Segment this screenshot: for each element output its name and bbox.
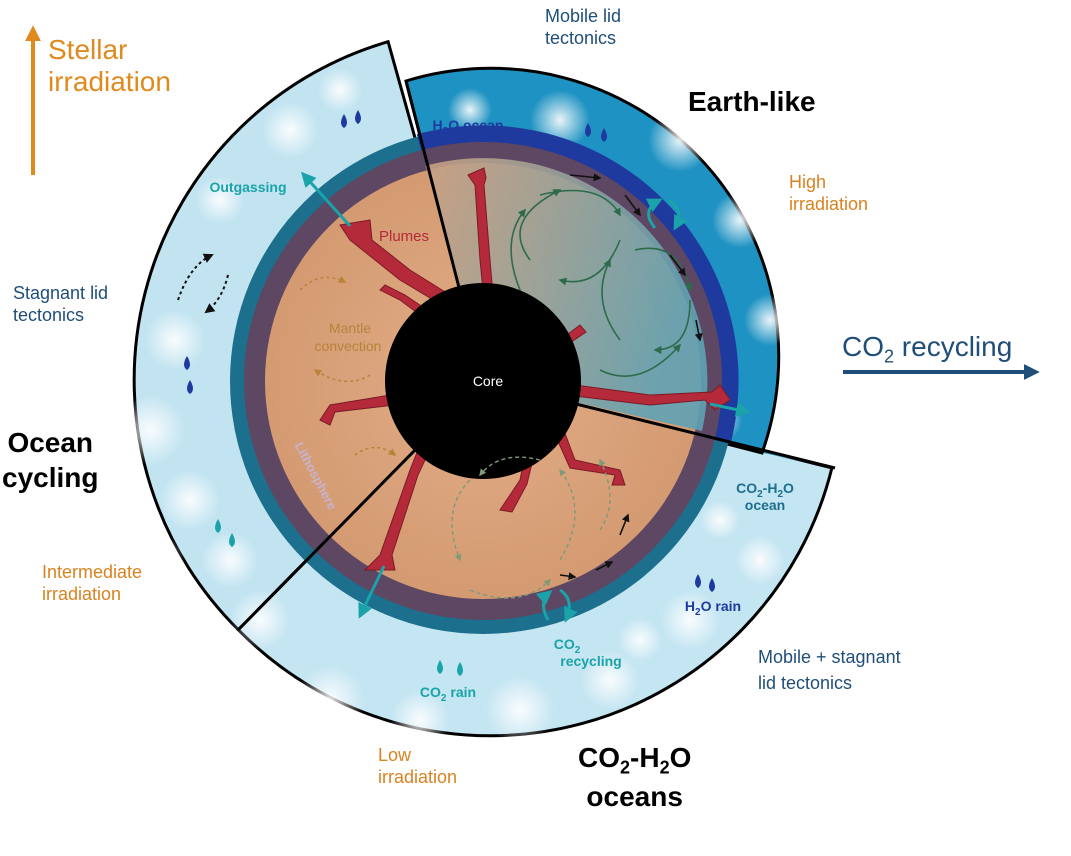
stagnant-line-2: tectonics: [13, 304, 85, 325]
recycling-arrows: [535, 198, 751, 623]
outgassing-label: Outgassing: [209, 179, 286, 195]
high-irr-line-1: High: [789, 172, 827, 192]
rain-drops-co2: [215, 519, 463, 676]
co2-h2o-title: CO2-H2O oceans: [578, 740, 691, 814]
convection-arrows-earth: [510, 189, 693, 377]
low-irr-line-1: Low: [378, 745, 412, 765]
outgassing-arrow: [300, 171, 352, 228]
co2-h2o-title-line-1: CO2-H2O: [578, 742, 692, 778]
co2-recycling-label: CO2 recycling: [842, 330, 1012, 368]
mantle-label-2: convection: [315, 338, 382, 354]
rain-drops-earth: [585, 123, 607, 142]
convection-arrows-earth-top: [569, 173, 703, 342]
convection-arrows-co2-dark: [559, 513, 630, 581]
mobile-stagnant-line-2: lid tectonics: [758, 673, 853, 694]
co2-h2o-ocean-label-2: ocean: [745, 497, 785, 513]
h2o-ocean-label: H2O ocean: [433, 117, 504, 137]
mobile-stagnant-line-1: Mobile + stagnant: [758, 647, 901, 667]
mobile-lid-line-1: Mobile lid: [545, 6, 622, 26]
core-label: Core: [473, 373, 504, 389]
co2-recycling-inner-label-2: recycling: [560, 653, 621, 669]
stellar-irradiation-label: Stellar irradiation: [48, 34, 171, 98]
co2-h2o-outgassing-arrow: [358, 565, 386, 619]
co2-h2o-title-line-2: oceans: [586, 781, 683, 813]
co2-h2o-ocean-label: CO2-H2O: [736, 480, 794, 500]
mobile-lid-line-2: tectonics: [545, 27, 617, 48]
high-irr-line-2: irradiation: [789, 193, 869, 214]
rain-drops-ocean-cycling: [184, 110, 361, 394]
cloud-texture: [115, 68, 796, 750]
convection-arrows-co2: [451, 456, 611, 599]
co2-recycling-inner-label: CO2: [554, 636, 581, 656]
low-irradiation-label: Low irradiation: [378, 745, 457, 788]
ocean-cycling-line-1: Ocean: [7, 427, 94, 458]
co2-sub: 2: [884, 346, 895, 367]
stellar-line-2: irradiation: [48, 66, 171, 98]
earth-like-title: Earth-like: [688, 86, 816, 117]
high-irradiation-label: High irradiation: [789, 172, 868, 215]
stellar-line-1: Stellar: [48, 34, 128, 65]
mantle-label-1: Mantle: [329, 320, 371, 336]
stagnant-lid-label: Stagnant lid tectonics: [13, 283, 108, 326]
co2-suffix: recycling: [894, 331, 1013, 362]
ocean-cycling-title: Ocean cycling: [2, 425, 98, 495]
mobile-stagnant-label: Mobile + stagnant lid tectonics: [758, 644, 901, 696]
intermediate-irradiation-label: Intermediate irradiation: [42, 562, 142, 605]
core: [385, 283, 581, 479]
plumes-label: Plumes: [379, 228, 429, 245]
mantle-convection-arrows: [299, 276, 397, 456]
rain-drops-h2o: [695, 574, 715, 592]
low-irr-line-2: irradiation: [378, 766, 458, 787]
mobile-lid-label: Mobile lid tectonics: [545, 6, 621, 49]
intermediate-line-1: Intermediate: [42, 562, 143, 582]
lid-cycle-arrows: [177, 253, 229, 314]
co2-prefix: CO: [842, 331, 884, 362]
h2o-rain-label: H2O rain: [685, 598, 741, 618]
ocean-cycling-line-2: cycling: [2, 462, 99, 493]
intermediate-line-2: irradiation: [42, 583, 122, 604]
co2-rain-label: CO2 rain: [420, 684, 476, 704]
stagnant-line-1: Stagnant lid: [13, 283, 109, 303]
